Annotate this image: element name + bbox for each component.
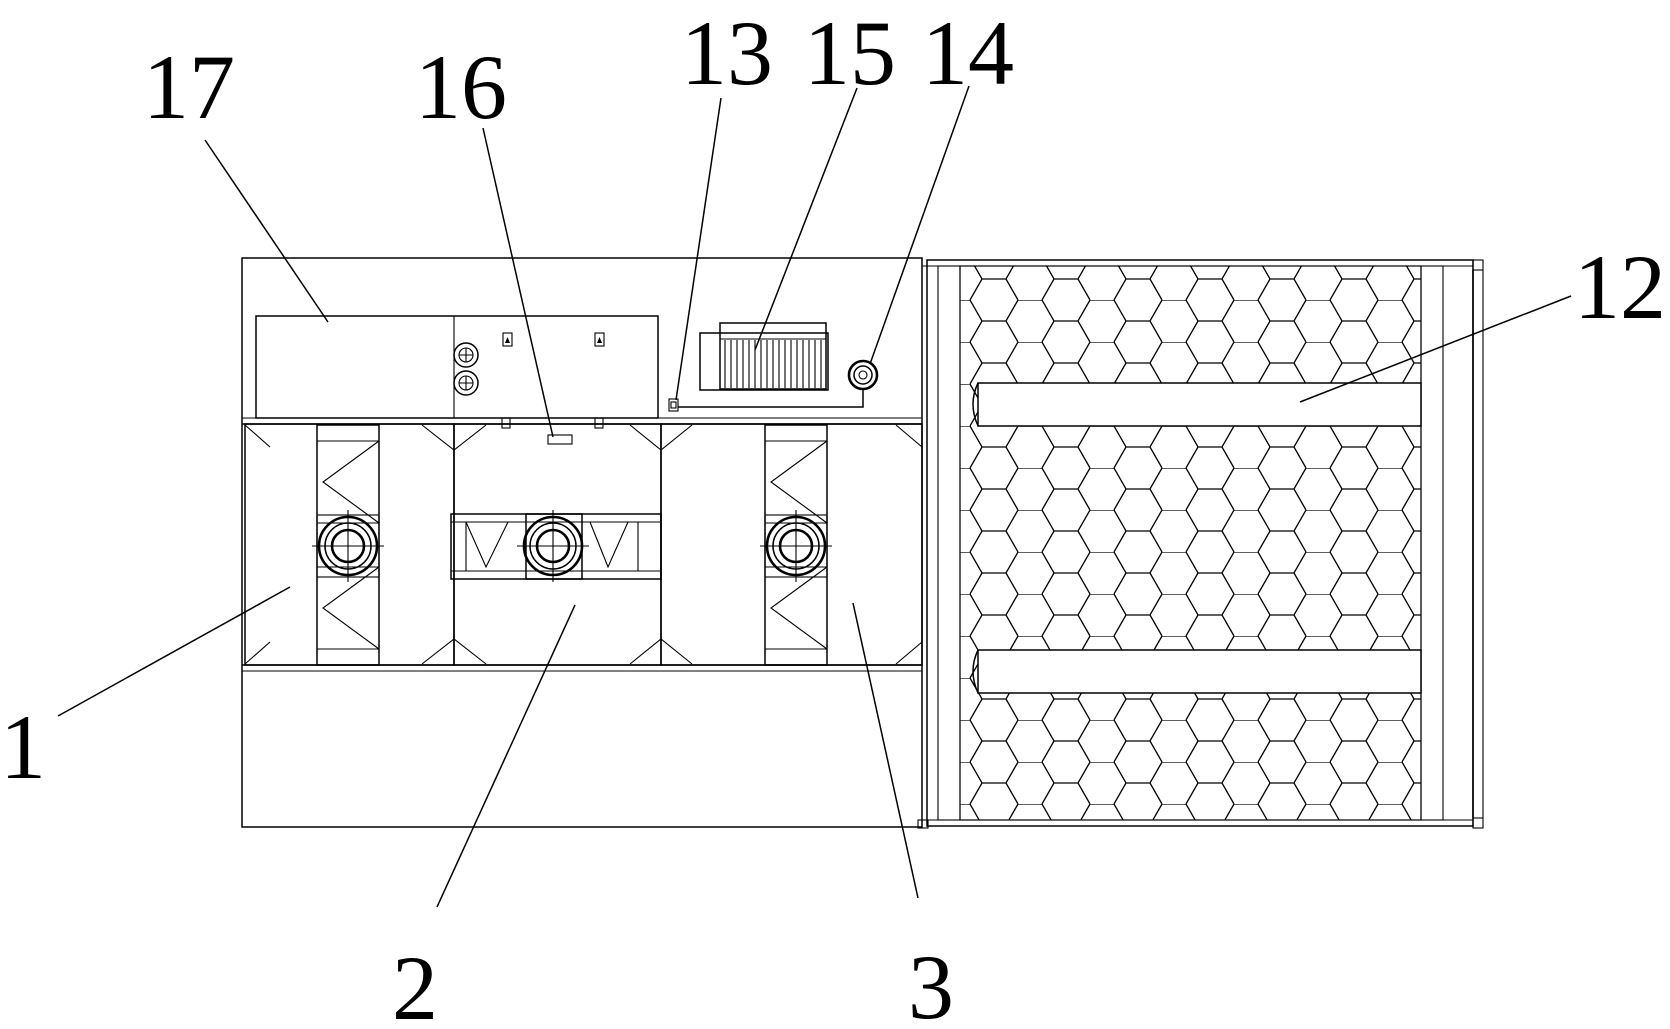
radiator-unit [699,322,829,391]
chamber-1 [244,423,455,666]
callout-17: 17 [143,36,235,138]
filter-tube [972,382,1422,427]
callout-1: 1 [0,696,46,798]
small-control-unit [668,388,864,412]
leader-lines [57,85,1572,908]
callout-14: 14 [922,2,1014,104]
chamber-3 [660,423,923,666]
knob-icon [453,342,479,368]
honeycomb-mesh [959,265,1422,821]
filter-tube [972,649,1422,694]
callout-16: 16 [415,36,507,138]
callout-12: 12 [1574,236,1666,338]
control-cabinet [255,315,659,419]
chamber-2 [421,417,693,666]
callout-15: 15 [804,2,896,104]
filter-module [917,259,1484,829]
pump-ring [847,359,879,391]
knob-icon [453,370,479,396]
callout-2: 2 [392,937,438,1029]
callout-3: 3 [908,936,954,1029]
indicator-lamp [594,332,605,347]
indicator-lamp [502,332,513,347]
callout-13: 13 [681,2,773,104]
